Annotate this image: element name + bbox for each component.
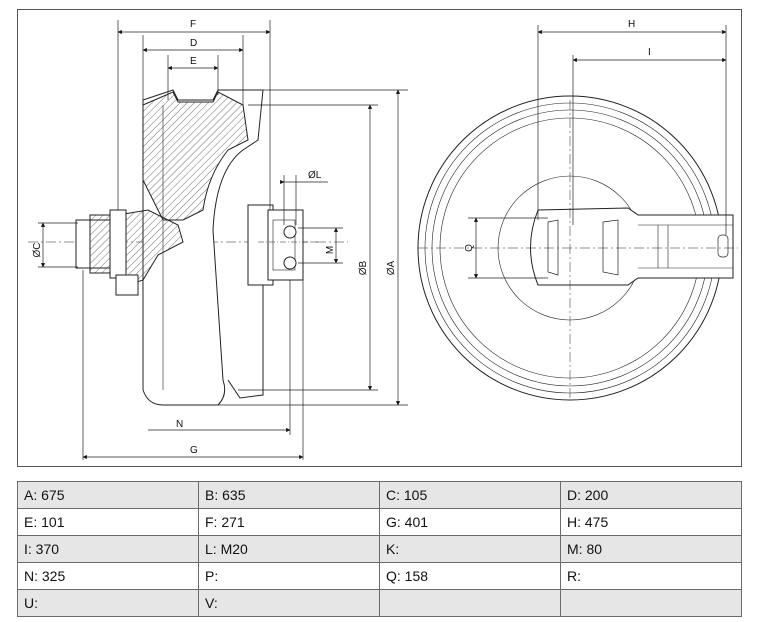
label-M: M: [325, 246, 336, 254]
table-row: E: 101 F: 271 G: 401 H: 475: [17, 508, 742, 536]
technical-drawing: F D E ØL ØC M ØB ØA N G H I Q: [17, 9, 742, 467]
spec-cell-empty-1: [379, 589, 561, 617]
table-row: U: V:: [17, 589, 742, 617]
label-N: N: [176, 419, 183, 430]
spec-cell-A: A: 675: [17, 481, 199, 509]
spec-cell-K: K:: [379, 535, 561, 563]
section-dimensions: [38, 20, 408, 460]
spec-cell-B: B: 635: [198, 481, 380, 509]
label-D: D: [190, 38, 197, 49]
label-F: F: [190, 19, 196, 30]
label-Q: Q: [464, 244, 475, 252]
spec-cell-V: V:: [198, 589, 380, 617]
label-E: E: [190, 56, 197, 67]
specification-table: A: 675 B: 635 C: 105 D: 200 E: 101 F: 27…: [17, 481, 742, 617]
label-I: I: [648, 47, 651, 58]
idler-drawing-svg: F D E ØL ØC M ØB ØA N G H I Q: [28, 19, 738, 460]
spec-cell-Q: Q: 158: [379, 562, 561, 590]
spec-cell-I: I: 370: [17, 535, 199, 563]
spec-cell-N: N: 325: [17, 562, 199, 590]
label-OL: ØL: [308, 170, 322, 181]
spec-cell-D: D: 200: [560, 481, 742, 509]
spec-cell-P: P:: [198, 562, 380, 590]
spec-cell-M: M: 80: [560, 535, 742, 563]
front-dimensions: [468, 25, 727, 279]
dimension-labels: F D E ØL ØC M ØB ØA N G H I Q: [32, 19, 651, 456]
label-OB: ØB: [358, 260, 369, 275]
label-OA: ØA: [386, 260, 397, 275]
spec-cell-C: C: 105: [379, 481, 561, 509]
label-G: G: [190, 445, 198, 456]
spec-cell-F: F: 271: [198, 508, 380, 536]
spec-cell-R: R:: [560, 562, 742, 590]
spec-cell-H: H: 475: [560, 508, 742, 536]
table-row: N: 325 P: Q: 158 R:: [17, 562, 742, 590]
section-view: [28, 89, 348, 406]
spec-cell-empty-2: [560, 589, 742, 617]
table-row: A: 675 B: 635 C: 105 D: 200: [17, 481, 742, 509]
spec-cell-E: E: 101: [17, 508, 199, 536]
spec-cell-U: U:: [17, 589, 199, 617]
label-OC: ØC: [32, 243, 43, 258]
label-H: H: [628, 19, 635, 30]
spec-cell-L: L: M20: [198, 535, 380, 563]
table-row: I: 370 L: M20 K: M: 80: [17, 535, 742, 563]
front-view: [417, 95, 738, 401]
spec-cell-G: G: 401: [379, 508, 561, 536]
